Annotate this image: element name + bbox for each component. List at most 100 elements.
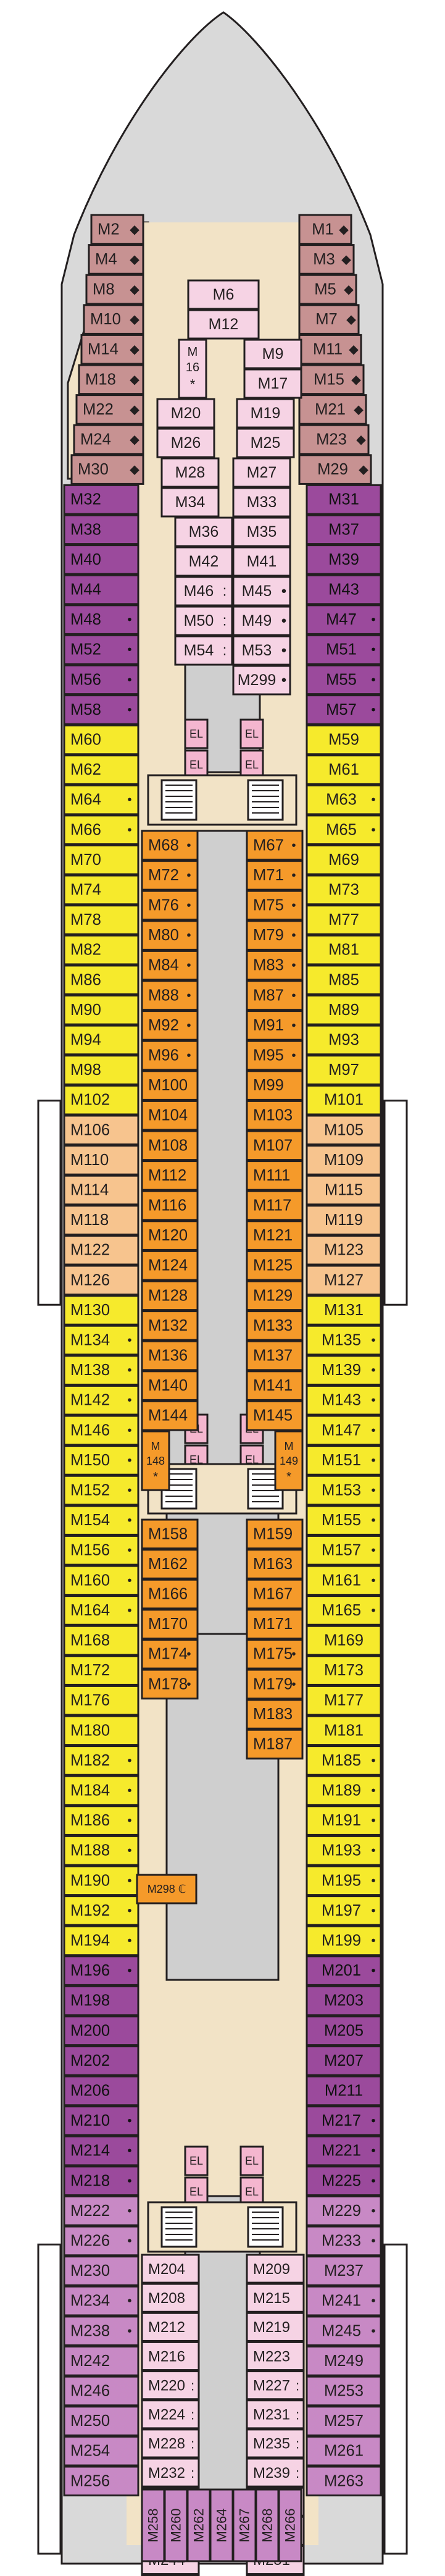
cabin-m171-box[interactable] [246, 1609, 304, 1639]
cabin-m124[interactable]: M124 [141, 1250, 199, 1281]
cabin-box[interactable] [246, 2457, 305, 2488]
cabin-m62-box[interactable] [63, 754, 139, 785]
cabin-m91-box[interactable] [246, 1010, 304, 1041]
cabin-m52[interactable]: M52• [63, 634, 139, 665]
cabin-m194-box[interactable] [63, 1925, 139, 1956]
cabin-m136[interactable]: M136 [141, 1340, 199, 1371]
cabin-m184[interactable]: M184• [63, 1775, 139, 1806]
cabin-box[interactable] [255, 2488, 280, 2562]
cabin-m229[interactable]: M229• [306, 2195, 382, 2226]
cabin-box[interactable] [187, 279, 260, 310]
cabin-m207-box[interactable] [306, 2045, 382, 2076]
cabin-m115-box[interactable] [306, 1174, 382, 1206]
cabin-m147-box[interactable] [306, 1415, 382, 1446]
cabin-m217[interactable]: M217• [306, 2105, 382, 2136]
cabin-m195[interactable]: M195• [306, 1865, 382, 1896]
cabin-m169-box[interactable] [306, 1625, 382, 1656]
cabin-box[interactable] [141, 2457, 200, 2488]
cabin-m172[interactable]: M172 [63, 1655, 139, 1686]
cabin-m188[interactable]: M188• [63, 1835, 139, 1866]
cabin-box[interactable] [246, 2399, 305, 2430]
cabin-m77-box[interactable] [306, 904, 382, 935]
cabin-m120[interactable]: M120 [141, 1220, 199, 1251]
cabin-m39-box[interactable] [306, 544, 382, 575]
cabin-m39[interactable]: M39 [306, 544, 382, 575]
cabin-m180[interactable]: M180 [63, 1715, 139, 1746]
cabin-m83[interactable]: M83• [246, 949, 304, 981]
cabin-m168-box[interactable] [63, 1625, 139, 1656]
cabin-box[interactable] [246, 2341, 305, 2372]
cabin-m238[interactable]: M238• [63, 2315, 139, 2347]
cabin-m93-box[interactable] [306, 1024, 382, 1056]
cabin-box[interactable] [232, 457, 291, 488]
cabin-m262[interactable]: M262 [186, 2488, 211, 2562]
cabin-m176[interactable]: M176 [63, 1685, 139, 1716]
cabin-m250-box[interactable] [63, 2406, 139, 2436]
cabin-m141-box[interactable] [246, 1370, 304, 1401]
cabin-m261-box[interactable] [306, 2435, 382, 2467]
cabin-m106-box[interactable] [63, 1114, 139, 1146]
cabin-m3[interactable]: M3◆ [298, 244, 355, 275]
cabin-m241-box[interactable] [306, 2285, 382, 2317]
cabin-m49[interactable]: M49• [232, 605, 291, 636]
cabin-m171[interactable]: M171 [246, 1609, 304, 1639]
cabin-m86-box[interactable] [63, 964, 139, 996]
cabin-box[interactable] [274, 1430, 304, 1491]
cabin-m164[interactable]: M164• [63, 1595, 139, 1626]
cabin-m43-box[interactable] [306, 574, 382, 605]
cabin-m20[interactable]: M20 [156, 398, 215, 429]
cabin-m136-box[interactable] [141, 1340, 199, 1371]
cabin-m109-box[interactable] [306, 1145, 382, 1176]
cabin-m167[interactable]: M167 [246, 1578, 304, 1610]
cabin-m37[interactable]: M37 [306, 514, 382, 545]
cabin-box[interactable] [232, 546, 291, 577]
cabin-m235[interactable]: M235: [246, 2428, 305, 2459]
cabin-m151-box[interactable] [306, 1445, 382, 1476]
cabin-m98[interactable]: M98 [63, 1054, 139, 1085]
cabin-m36[interactable]: M36 [174, 516, 233, 547]
cabin-m8-box[interactable] [85, 274, 144, 305]
cabin-m76[interactable]: M76• [141, 890, 199, 921]
cabin-m192[interactable]: M192• [63, 1895, 139, 1926]
cabin-m299[interactable]: M299• [232, 665, 291, 696]
cabin-m30-box[interactable] [70, 454, 144, 485]
cabin-m227[interactable]: M227: [246, 2370, 305, 2401]
cabin-m83-box[interactable] [246, 949, 304, 981]
cabin-m107[interactable]: M107 [246, 1130, 304, 1161]
cabin-box[interactable] [141, 2341, 200, 2372]
cabin-m140[interactable]: M140 [141, 1370, 199, 1401]
cabin-m263-box[interactable] [306, 2465, 382, 2497]
cabin-m61[interactable]: M61 [306, 754, 382, 785]
cabin-box[interactable] [141, 2370, 200, 2401]
cabin-m211[interactable]: M211 [306, 2075, 382, 2107]
cabin-m170[interactable]: M170 [141, 1609, 199, 1639]
cabin-m234-box[interactable] [63, 2285, 139, 2317]
cabin-m133-box[interactable] [246, 1310, 304, 1341]
cabin-m188-box[interactable] [63, 1835, 139, 1866]
cabin-m206-box[interactable] [63, 2075, 139, 2107]
cabin-m80-box[interactable] [141, 920, 199, 951]
cabin-m210-box[interactable] [63, 2105, 139, 2136]
cabin-m90[interactable]: M90 [63, 995, 139, 1025]
cabin-m38[interactable]: M38 [63, 514, 139, 545]
cabin-m187[interactable]: M187 [246, 1728, 304, 1760]
cabin-m185[interactable]: M185• [306, 1745, 382, 1776]
cabin-m92[interactable]: M92• [141, 1010, 199, 1041]
cabin-m60[interactable]: M60 [63, 724, 139, 756]
cabin-m158-box[interactable] [141, 1518, 199, 1550]
cabin-box[interactable] [232, 605, 291, 636]
cabin-m89[interactable]: M89 [306, 995, 382, 1025]
cabin-m89-box[interactable] [306, 995, 382, 1025]
cabin-m29[interactable]: M29◆ [298, 454, 372, 485]
cabin-m45[interactable]: M45• [232, 576, 291, 607]
cabin-m32[interactable]: M32 [63, 484, 139, 515]
cabin-m196[interactable]: M196• [63, 1955, 139, 1986]
cabin-m135[interactable]: M135• [306, 1324, 382, 1356]
cabin-m117-box[interactable] [246, 1190, 304, 1221]
cabin-m130[interactable]: M130 [63, 1295, 139, 1326]
cabin-m48-box[interactable] [63, 604, 139, 635]
cabin-m202[interactable]: M202 [63, 2045, 139, 2076]
cabin-m104[interactable]: M104 [141, 1100, 199, 1131]
cabin-m55[interactable]: M55• [306, 664, 382, 696]
